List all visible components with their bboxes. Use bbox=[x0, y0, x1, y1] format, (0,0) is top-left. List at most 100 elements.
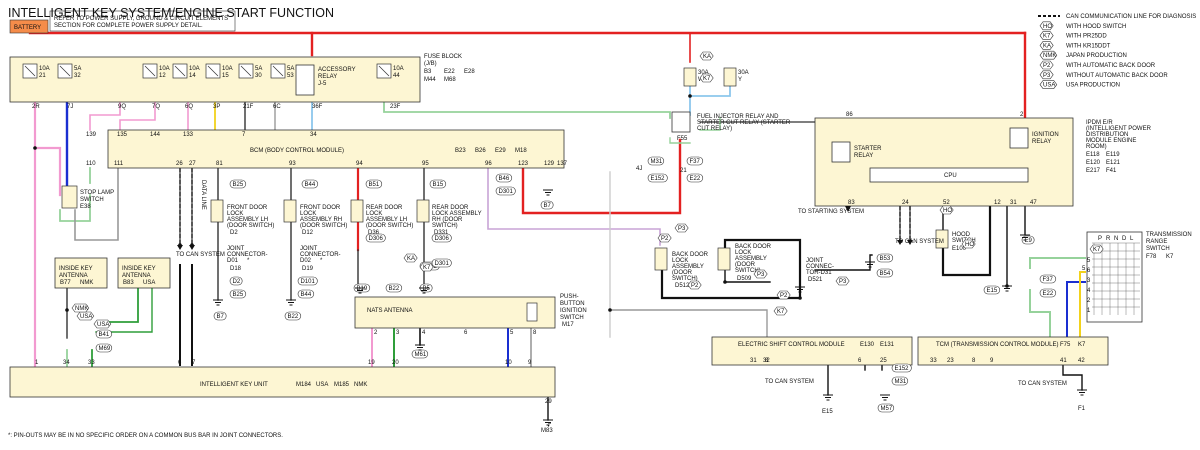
bcm-bot-pin-123: 123 bbox=[518, 161, 529, 167]
bcm-top-pin-139: 139 bbox=[86, 132, 97, 138]
to-can-3: TO CAN SYSTEM bbox=[765, 379, 814, 385]
legend-sym-NMK: NMK bbox=[1043, 53, 1056, 59]
tcm-label: TCM (TRANSMISSION CONTROL MODULE) bbox=[936, 342, 1058, 348]
legend-text-5: WITH AUTOMATIC BACK DOOR bbox=[1066, 63, 1156, 69]
to-starting: TO STARTING SYSTEM bbox=[798, 209, 864, 215]
legend-sym-HO-hex bbox=[1039, 21, 1054, 31]
legend-sym-P2: P2 bbox=[1043, 63, 1051, 69]
bcm-conn-3: M18 bbox=[515, 148, 527, 154]
fuse-32-amp: 5A bbox=[74, 66, 81, 72]
inside-antenna-2-box bbox=[117, 257, 171, 289]
starter-relay bbox=[831, 141, 851, 163]
trs-pin-1: 1 bbox=[1087, 308, 1091, 314]
tcm-pin-8: 8 bbox=[972, 358, 976, 364]
ant2-l0: INSIDE KEY bbox=[122, 266, 156, 272]
conn-B46-4: B46 bbox=[499, 176, 510, 182]
rear-lh-l2: ASSEMBLY LH bbox=[366, 217, 407, 223]
pb-pin-4: 4 bbox=[422, 330, 426, 336]
fb-pin-36F: 36F bbox=[312, 104, 323, 110]
escm-pin-6: 6 bbox=[858, 358, 862, 364]
conn-B22-8: B22 bbox=[389, 286, 400, 292]
splice-dot-4 bbox=[608, 308, 612, 312]
escm-pin-32: 32 bbox=[763, 358, 770, 364]
bcm-bot-pin-129: 129 bbox=[544, 161, 555, 167]
bd2-l4: SWITCH) bbox=[735, 268, 761, 274]
bcm-top-pin-133: 133 bbox=[183, 132, 194, 138]
ignition-l1: RELAY bbox=[1032, 139, 1051, 145]
hood-switch-box bbox=[935, 229, 949, 249]
tcm-pin-23: 23 bbox=[947, 358, 954, 364]
ground-symbol-4 bbox=[1077, 389, 1087, 396]
trs-pos-l: L bbox=[1130, 236, 1134, 242]
bcm-conn-2: E29 bbox=[495, 148, 506, 154]
front-rh-l2: ASSEMBLY RH bbox=[300, 217, 342, 223]
legend-sym-P3: P3 bbox=[1043, 73, 1051, 79]
footnote: *: PIN-OUTS MAY BE IN NO SPECIFIC ORDER … bbox=[8, 433, 283, 439]
ant2-conn: B83 bbox=[123, 280, 134, 286]
tag-P3-11-hex bbox=[835, 276, 850, 286]
trs-pin-6: 6 bbox=[1087, 268, 1091, 274]
stop-lamp-l0: STOP LAMP bbox=[80, 190, 114, 196]
conn-B46-4-oval bbox=[495, 173, 513, 183]
legend-sym-K7: K7 bbox=[1043, 34, 1051, 40]
trs-pin-2: 2 bbox=[1087, 298, 1091, 304]
ground-symbol-10 bbox=[419, 287, 429, 294]
escm-label: ELECTRIC SHIFT CONTROL MODULE bbox=[738, 342, 845, 348]
conn-D306-34: D306 bbox=[435, 236, 450, 242]
ik-pin-9: 9 bbox=[528, 360, 532, 366]
conn-D301-5-oval bbox=[495, 186, 516, 196]
escm-pin-8: 8 bbox=[765, 358, 769, 364]
ik-pin-10: 10 bbox=[505, 360, 512, 366]
escm-conn-1: E131 bbox=[880, 342, 895, 348]
front-rh-l3: (DOOR SWITCH) bbox=[300, 223, 347, 229]
fuse-32-num: 32 bbox=[74, 73, 81, 79]
conn-D301-35: D301 bbox=[435, 261, 450, 267]
tag-P2-9-hex bbox=[776, 290, 791, 300]
cpu-box bbox=[869, 167, 1029, 183]
legend-sym-HO: HO bbox=[1043, 24, 1052, 30]
trs-l0: TRANSMISSION bbox=[1146, 232, 1192, 238]
tag-HO-2: HO bbox=[943, 208, 952, 214]
accessory-relay bbox=[295, 64, 315, 96]
rear-rh-l1: LOCK ASSEMBLY bbox=[432, 211, 482, 217]
conn-D2-24: D2 bbox=[233, 279, 241, 285]
tag-K7-12: K7 bbox=[777, 309, 785, 315]
power-note-box bbox=[49, 10, 236, 32]
trs-pos-p: P bbox=[1098, 236, 1102, 242]
tag-KA-0: KA bbox=[703, 54, 711, 60]
tcm-ground: F1 bbox=[1078, 406, 1086, 412]
misc-pin-5: 24 bbox=[902, 200, 909, 206]
fuse-block-conn-1: E22 bbox=[444, 69, 455, 75]
ipdm-l0: IPDM E/R bbox=[1086, 120, 1113, 126]
conn-D101-26-oval bbox=[297, 276, 318, 286]
bd1-conn: D512 bbox=[675, 283, 690, 289]
tag-K7-16-hex bbox=[1089, 244, 1104, 254]
conn-B53-10-oval bbox=[876, 253, 894, 263]
conn-M69-20: M69 bbox=[99, 346, 111, 352]
stop-lamp-switch bbox=[61, 185, 78, 209]
fuse-12-amp: 10A bbox=[159, 66, 170, 72]
tag-P3-6: P3 bbox=[678, 226, 686, 232]
escm-pin-31: 31 bbox=[750, 358, 757, 364]
ground-symbol-11 bbox=[213, 299, 223, 306]
tag-P3-11: P3 bbox=[839, 279, 847, 285]
conn-D101-26: D101 bbox=[301, 279, 316, 285]
push-l2: IGNITION bbox=[560, 308, 587, 314]
tag-K7-12-hex bbox=[773, 306, 788, 316]
ipdm-conn-3: E121 bbox=[1106, 160, 1121, 166]
misc-pin-9: 47 bbox=[1030, 200, 1037, 206]
front-lh-switch bbox=[210, 199, 224, 223]
front-rh-l0: FRONT DOOR bbox=[300, 205, 341, 211]
joint3-conn: D521 bbox=[808, 277, 823, 283]
conn-E22-3: E22 bbox=[690, 176, 701, 182]
push-l1: BUTTON bbox=[560, 301, 585, 307]
tcm-box bbox=[917, 336, 1109, 366]
conn-M31-0-oval bbox=[647, 156, 665, 166]
starting-arrow bbox=[845, 206, 851, 212]
bcm-top-pin-144: 144 bbox=[150, 132, 161, 138]
legend-sym-P3-hex bbox=[1039, 70, 1054, 80]
ipdm-l4: ROOM) bbox=[1086, 144, 1107, 150]
fuel-relay bbox=[671, 111, 691, 133]
